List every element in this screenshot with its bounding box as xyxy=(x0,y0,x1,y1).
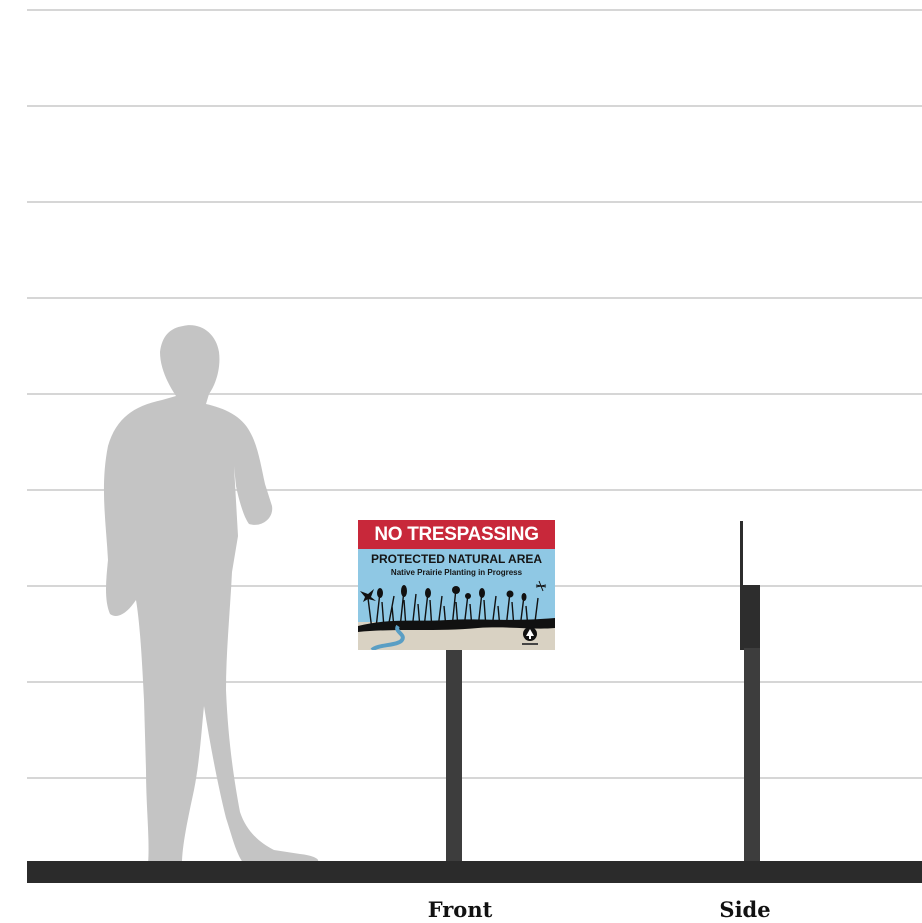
gridline xyxy=(27,777,922,779)
logo-text-icon xyxy=(522,643,538,645)
grass-silhouettes-icon xyxy=(367,587,539,631)
gridline xyxy=(27,201,922,203)
ground-bar xyxy=(27,861,922,883)
gridline xyxy=(27,489,922,491)
front-view-label: Front xyxy=(427,897,493,922)
gridline xyxy=(27,105,922,107)
ground-band xyxy=(358,627,555,650)
stream-icon xyxy=(370,624,405,650)
sign-title: NO TRESPASSING xyxy=(374,524,539,545)
side-view-bracket xyxy=(742,585,760,650)
side-view-post xyxy=(744,648,760,862)
person-silhouette-icon xyxy=(103,325,319,864)
front-view-post xyxy=(446,648,462,862)
sign-title-banner xyxy=(358,520,555,549)
bird-icon xyxy=(360,589,376,602)
gridline xyxy=(27,393,922,395)
side-view-sign-panel xyxy=(740,521,743,650)
gridline xyxy=(27,681,922,683)
dragonfly-icon xyxy=(535,580,547,592)
gridline xyxy=(27,9,922,11)
tree-logo-mark xyxy=(526,629,534,639)
sign-subtitle: PROTECTED NATURAL AREA xyxy=(370,552,543,566)
gridline xyxy=(27,297,922,299)
front-view-sign: NO TRESPASSING PROTECTED NATURAL AREA Na… xyxy=(358,520,555,650)
side-view-label: Side xyxy=(719,897,771,922)
sign-tagline: Native Prairie Planting in Progress xyxy=(390,568,523,577)
prairie-illustration xyxy=(358,580,555,650)
flower-heads-icon xyxy=(377,585,527,601)
